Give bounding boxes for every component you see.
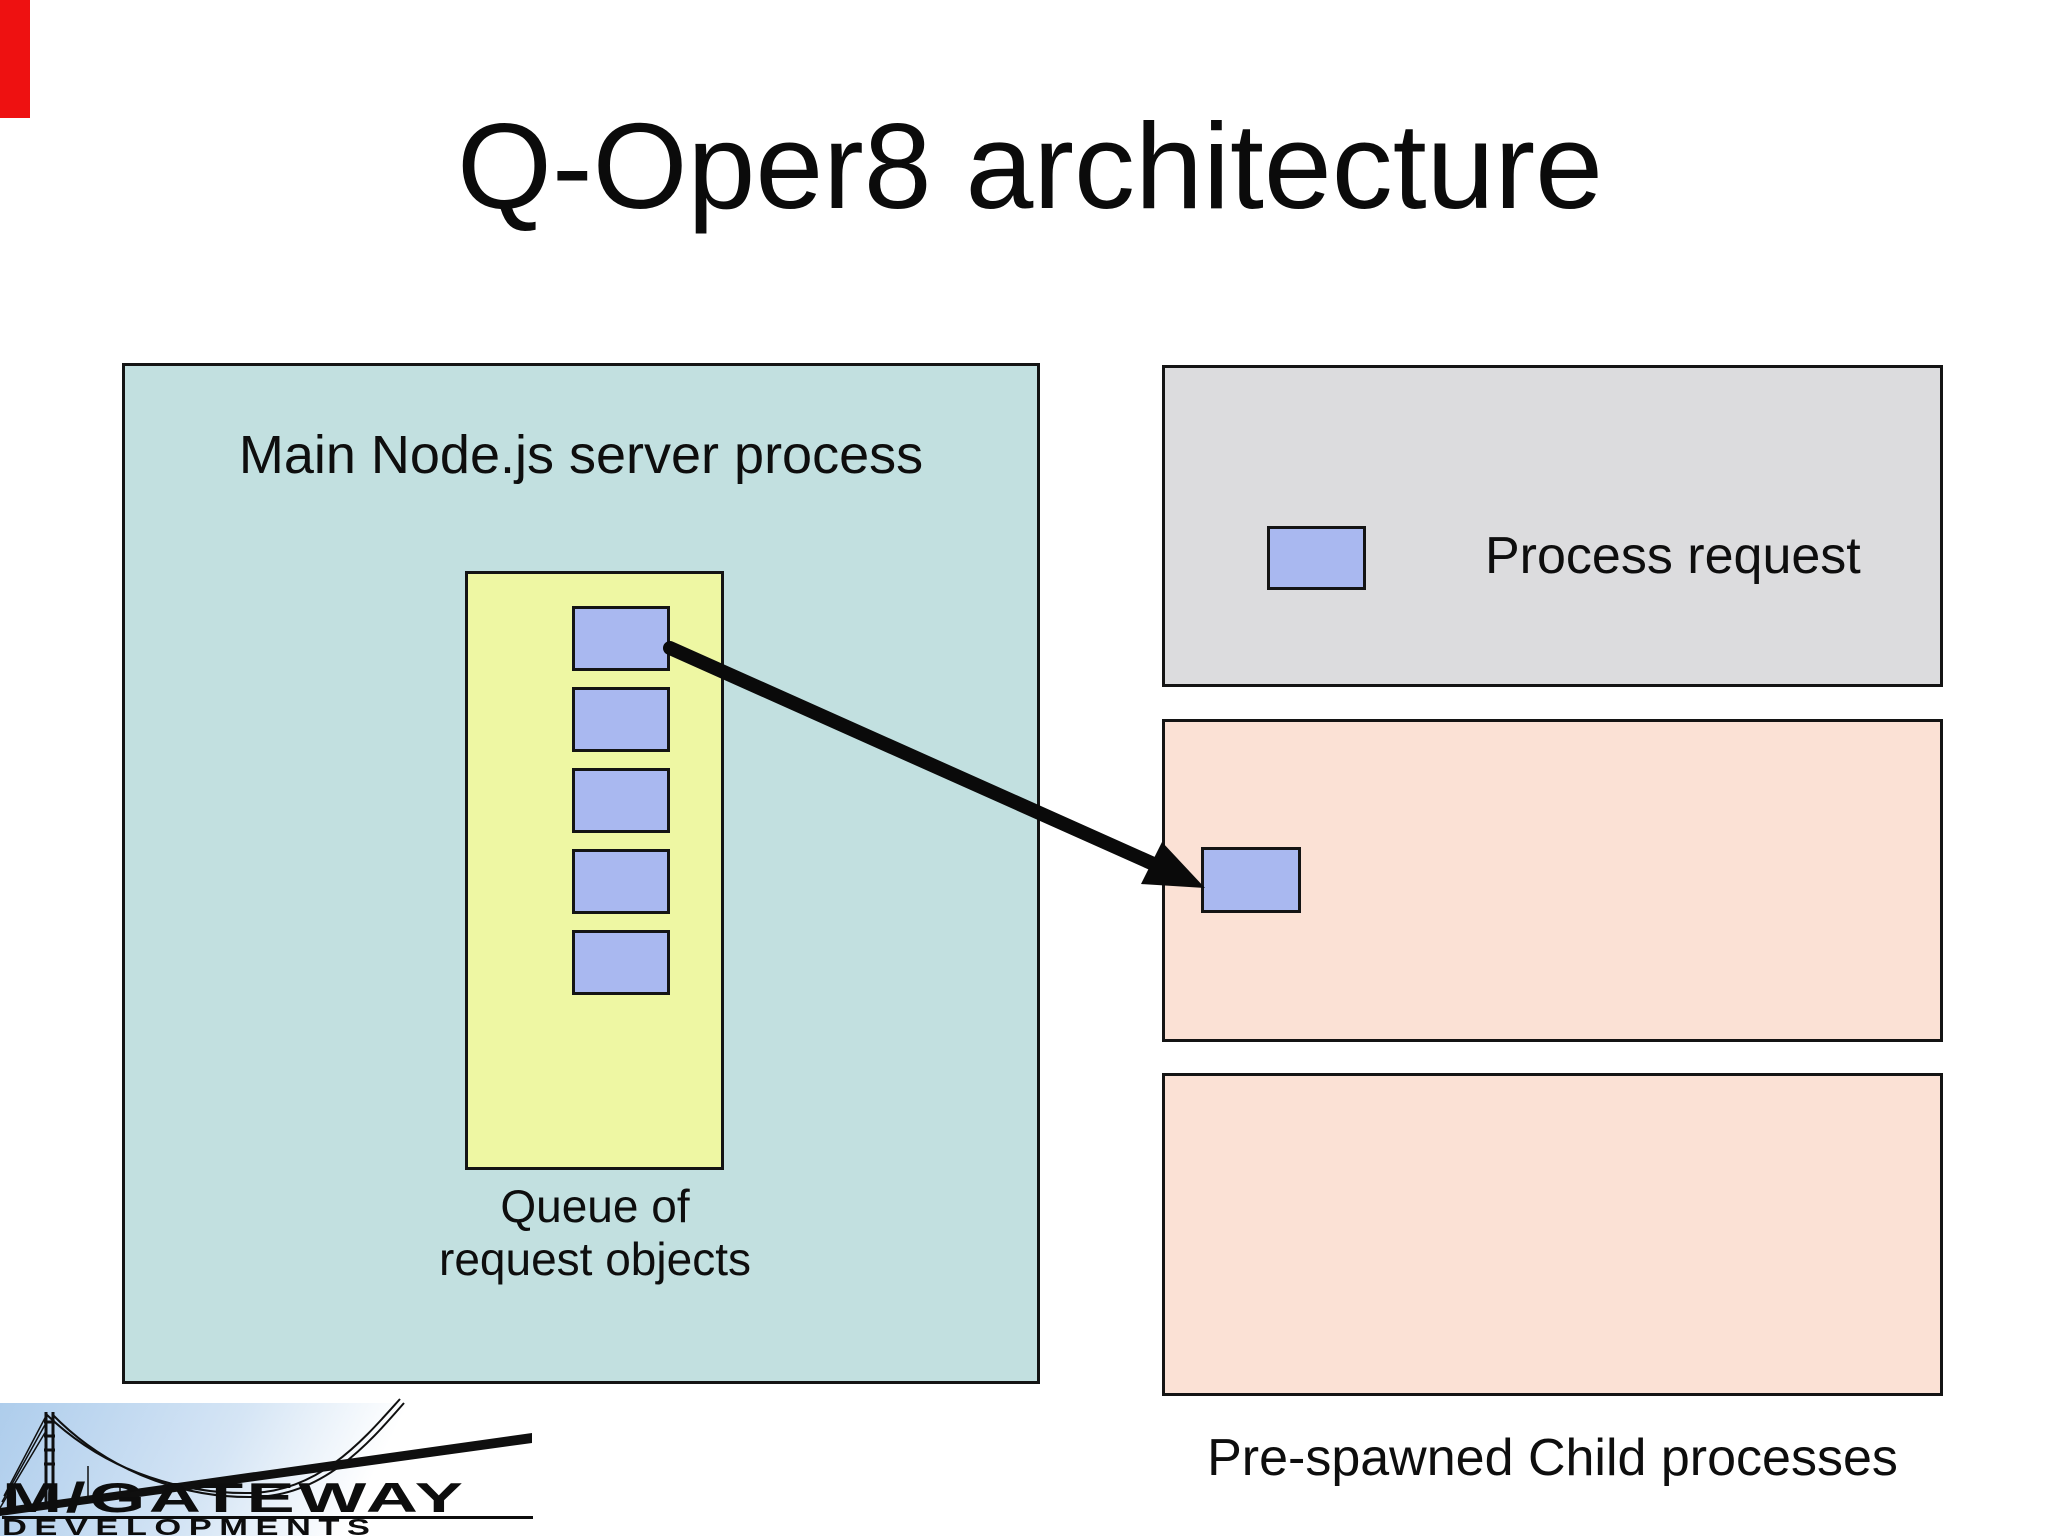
- request-object: [572, 687, 670, 752]
- request-object-swatch: [1267, 526, 1366, 590]
- queue-label-line2: request objects: [439, 1233, 751, 1286]
- bridge-stays: [0, 1415, 121, 1509]
- main-server-box: Main Node.js server process Queue of req…: [122, 363, 1040, 1384]
- logo-rule: [2, 1516, 533, 1519]
- queue-items: [572, 606, 670, 995]
- queue-box: [465, 571, 724, 1170]
- queue-label-line1: Queue of: [500, 1180, 690, 1232]
- child-process-box-2: [1162, 1073, 1943, 1396]
- request-object: [572, 606, 670, 671]
- bridge-pylon: [44, 1412, 55, 1502]
- process-request-legend-box: Process request: [1162, 365, 1943, 687]
- child-processes-caption: Pre-spawned Child processes: [1207, 1429, 1898, 1487]
- logo-background: [0, 1403, 545, 1536]
- logo-line2: DEVELOPMENTS: [2, 1515, 377, 1536]
- request-object: [572, 930, 670, 995]
- main-server-label: Main Node.js server process: [238, 425, 924, 485]
- bridge-deck: [0, 1433, 532, 1516]
- child-process-box-1: [1162, 719, 1943, 1042]
- dispatched-request-object: [1201, 847, 1301, 913]
- logo-line1: M/GATEWAY: [2, 1474, 466, 1521]
- progress-marker: [0, 0, 30, 118]
- request-object: [572, 768, 670, 833]
- queue-label: Queue of request objects: [400, 1180, 790, 1287]
- process-request-label: Process request: [1485, 527, 1861, 585]
- slide-title: Q-Oper8 architecture: [457, 98, 1603, 234]
- mgateway-logo: M/GATEWAY DEVELOPMENTS: [0, 1398, 545, 1536]
- request-object: [572, 849, 670, 914]
- bridge-cables: [45, 1398, 405, 1499]
